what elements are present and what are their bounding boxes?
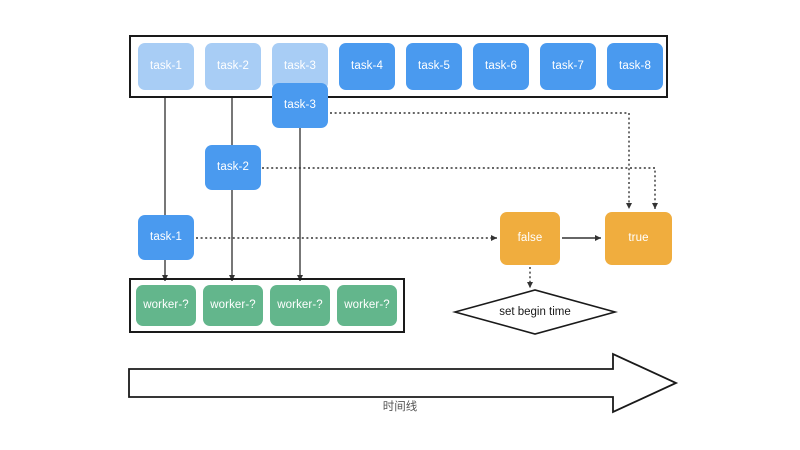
queue-task-2[interactable]: task-2 xyxy=(205,43,261,90)
queue-task-2-label: task-2 xyxy=(217,59,249,72)
queue-task-7[interactable]: task-7 xyxy=(540,43,596,90)
running-task-3[interactable]: task-3 xyxy=(272,83,328,128)
flag-true-label: true xyxy=(628,231,649,244)
queue-task-4[interactable]: task-4 xyxy=(339,43,395,90)
queue-task-1-label: task-1 xyxy=(150,59,182,72)
queue-task-8-label: task-8 xyxy=(619,59,651,72)
signal-line-task-3-to-true xyxy=(330,112,632,209)
running-task-1[interactable]: task-1 xyxy=(138,215,194,260)
flag-false-label: false xyxy=(517,231,543,244)
decision-label-wrap: set begin time xyxy=(455,302,615,322)
worker-slot-4[interactable]: worker-? xyxy=(337,285,397,326)
queue-task-5[interactable]: task-5 xyxy=(406,43,462,90)
worker-pool-container xyxy=(129,278,405,333)
decision-diamond xyxy=(451,289,619,335)
worker-slot-2[interactable]: worker-? xyxy=(203,285,263,326)
worker-slot-3[interactable]: worker-? xyxy=(270,285,330,326)
signal-line-task-2-to-true xyxy=(262,167,658,209)
task-queue-container xyxy=(129,35,668,98)
running-task-2-label: task-2 xyxy=(217,160,249,173)
queue-task-3-label: task-3 xyxy=(284,59,316,72)
decision-label: set begin time xyxy=(499,306,571,318)
timeline-label-text: 时间线 xyxy=(382,401,418,413)
queue-task-7-label: task-7 xyxy=(552,59,584,72)
running-task-1-label: task-1 xyxy=(150,230,182,243)
timeline-label: 时间线 xyxy=(340,398,460,414)
queue-task-1[interactable]: task-1 xyxy=(138,43,194,90)
queue-task-4-label: task-4 xyxy=(351,59,383,72)
queue-task-6-label: task-6 xyxy=(485,59,517,72)
queue-task-6[interactable]: task-6 xyxy=(473,43,529,90)
queue-task-8[interactable]: task-8 xyxy=(607,43,663,90)
queue-task-3[interactable]: task-3 xyxy=(272,43,328,90)
worker-slot-1[interactable]: worker-? xyxy=(136,285,196,326)
worker-slot-4-label: worker-? xyxy=(344,298,390,311)
flag-false[interactable]: false xyxy=(500,212,560,265)
worker-slot-1-label: worker-? xyxy=(143,298,189,311)
worker-slot-2-label: worker-? xyxy=(210,298,256,311)
flag-true[interactable]: true xyxy=(605,212,672,265)
running-task-2[interactable]: task-2 xyxy=(205,145,261,190)
worker-slot-3-label: worker-? xyxy=(277,298,323,311)
running-task-3-label: task-3 xyxy=(284,98,316,111)
queue-task-5-label: task-5 xyxy=(418,59,450,72)
